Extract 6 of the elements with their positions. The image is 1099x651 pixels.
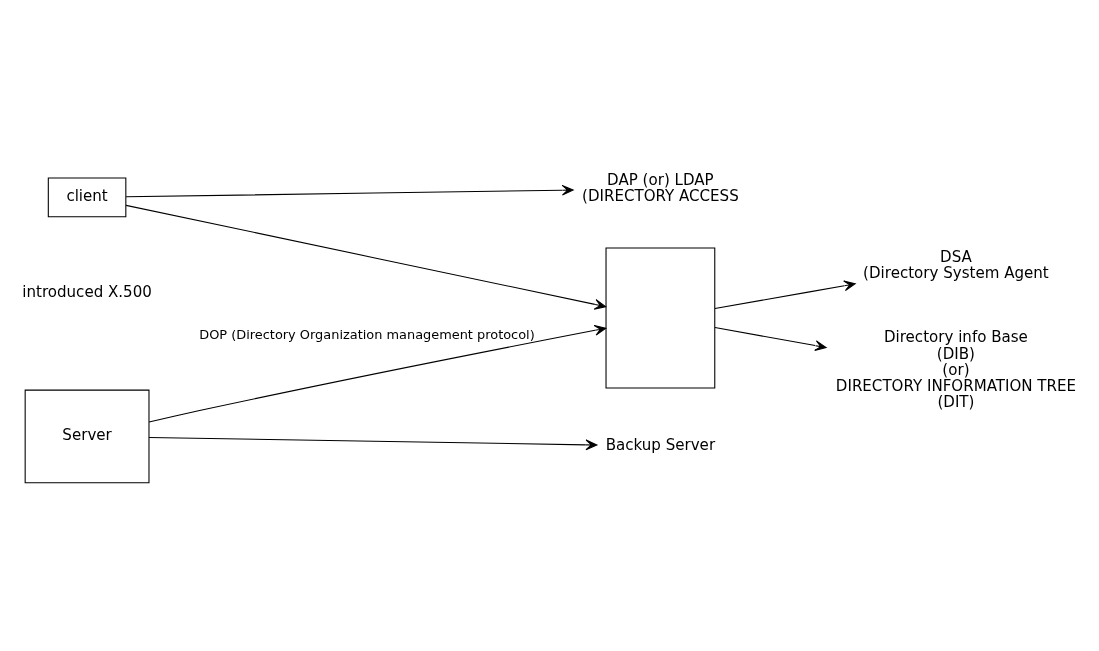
label: introduced X.500 xyxy=(22,283,152,302)
edge-label: DOP (Directory Organization management protocol) xyxy=(199,327,535,343)
node-text: DSA (Directory System Agent xyxy=(863,248,1049,283)
node-text: DAP (or) LDAP (DIRECTORY ACCESS xyxy=(582,170,739,205)
node-text: Backup Server xyxy=(605,436,716,455)
node-text: Directory info Base (DIB) (or) DIRECTORY INFORMATION TREE (DIT) xyxy=(835,328,1077,411)
